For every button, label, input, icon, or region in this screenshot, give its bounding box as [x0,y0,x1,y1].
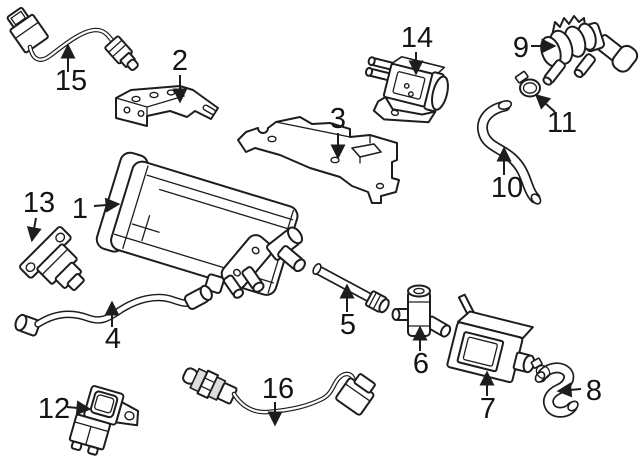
callout-7[interactable]: 7 [479,370,496,425]
callout-1[interactable]: 1 [72,193,121,225]
part-16-oxygen-sensor [182,367,376,416]
callout-7-label: 7 [480,393,496,425]
callout-11-label: 11 [547,107,577,139]
callout-1-label: 1 [72,193,88,225]
callout-13-arrow [26,217,42,243]
callout-15[interactable]: 15 [55,43,87,97]
callout-6-label: 6 [413,348,429,380]
callout-3-label: 3 [330,103,346,135]
part-14-canister-close-valve [364,55,449,124]
part-10-hose [477,100,542,205]
part-1-vapor-canister [95,151,306,299]
callout-1-arrow [93,197,121,213]
part-11-hose-clamp [514,70,541,98]
callout-14-label: 14 [401,22,433,54]
part-13-sensor [19,226,85,292]
callout-15-label: 15 [55,65,87,97]
callout-10[interactable]: 10 [491,146,523,204]
callout-2[interactable]: 2 [172,45,188,104]
callout-8[interactable]: 8 [556,375,602,407]
part-12-sensor [68,385,140,456]
callout-8-arrow [556,382,582,398]
part-8-hose [530,357,579,418]
callout-12[interactable]: 12 [38,393,92,425]
callout-6[interactable]: 6 [412,325,429,380]
part-5-tube [312,263,390,314]
callout-16-label: 16 [262,373,294,405]
callout-9-label: 9 [513,32,529,64]
part-4-tube [14,284,213,337]
part-15-oxygen-sensor [6,6,139,71]
callout-13[interactable]: 13 [23,187,55,243]
callout-5-label: 5 [340,309,356,341]
callout-3[interactable]: 3 [330,103,346,160]
callout-5[interactable]: 5 [339,283,356,341]
part-7-filter-box [446,293,536,384]
callout-10-label: 10 [491,172,523,204]
part-9-purge-valve [540,15,639,86]
callout-4-label: 4 [105,323,121,355]
callout-11[interactable]: 11 [534,93,577,139]
callout-13-label: 13 [23,187,55,219]
callout-9[interactable]: 9 [513,32,557,64]
callout-12-label: 12 [38,393,70,425]
callout-8-label: 8 [586,375,602,407]
part-3-bracket [237,116,400,204]
callout-11-arrow [534,93,556,113]
part-2-bracket [115,85,219,127]
callout-2-label: 2 [172,45,188,77]
part-6-valve [391,284,452,338]
callout-14[interactable]: 14 [401,22,433,76]
callout-12-arrow [66,400,92,416]
callout-4[interactable]: 4 [104,300,121,355]
callout-16[interactable]: 16 [262,373,294,427]
